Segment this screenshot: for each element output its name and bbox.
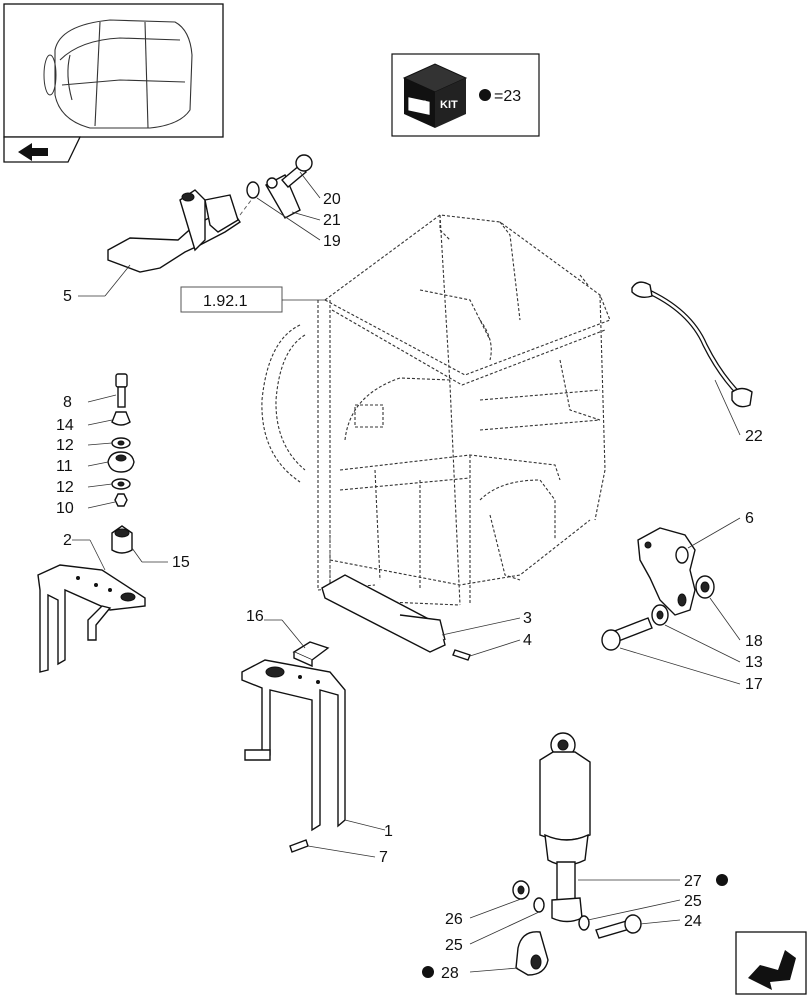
part-10-nut xyxy=(114,493,128,507)
part-17-bolt xyxy=(601,617,653,651)
part-28-bushing xyxy=(515,931,549,976)
kit-legend-text: =23 xyxy=(494,88,521,105)
cab-frame xyxy=(261,214,611,606)
cab-frame-thumbnail-icon xyxy=(43,19,193,129)
part-26-bushing xyxy=(512,880,530,900)
callout-1: 1 xyxy=(384,823,393,840)
callout-25-right: 25 xyxy=(684,893,702,910)
reference-label[interactable]: 1.92.1 xyxy=(180,286,325,313)
part-4-screw xyxy=(452,649,471,661)
callout-26: 26 xyxy=(445,911,463,928)
callout-6: 6 xyxy=(745,510,754,527)
callout-17: 17 xyxy=(745,676,763,693)
next-arrow-icon[interactable] xyxy=(748,950,796,990)
back-arrow-icon[interactable] xyxy=(18,143,48,161)
part-25-washer-right xyxy=(578,915,590,931)
kit-legend-box: KIT KIT =23 xyxy=(391,53,540,137)
callout-21: 21 xyxy=(323,212,341,229)
part-2-bracket xyxy=(37,564,146,673)
part-12-washer-upper xyxy=(111,437,131,449)
part-11-mount xyxy=(107,451,135,473)
callout-16: 16 xyxy=(246,608,264,625)
callout-5: 5 xyxy=(63,288,72,305)
callout-7: 7 xyxy=(379,849,388,866)
part-3-beam xyxy=(321,574,446,653)
kit-box-icon: KIT KIT xyxy=(402,63,468,128)
callout-13: 13 xyxy=(745,654,763,671)
part-7-screw xyxy=(289,839,309,853)
callout-11: 11 xyxy=(56,458,73,475)
callout-4: 4 xyxy=(523,632,532,649)
part-13-washer xyxy=(651,604,669,626)
part-18-bushing xyxy=(695,575,715,599)
thumbnail-panel xyxy=(3,3,224,163)
callout-3: 3 xyxy=(523,610,532,627)
callout-20: 20 xyxy=(323,191,341,208)
reference-label-text: 1.92.1 xyxy=(203,293,248,310)
callout-28: 28 xyxy=(441,965,459,982)
callout-22: 22 xyxy=(745,428,763,445)
callout-8: 8 xyxy=(63,394,72,411)
callout-18: 18 xyxy=(745,633,763,650)
part-19-washer xyxy=(246,181,260,199)
callout-24: 24 xyxy=(684,913,702,930)
part-16-pad xyxy=(292,641,330,668)
callout-12-lower: 12 xyxy=(56,479,74,496)
callout-15: 15 xyxy=(172,554,190,571)
part-15-sleeve xyxy=(111,525,133,554)
callout-14: 14 xyxy=(56,417,74,434)
kit-badge-text-right: KIT xyxy=(440,99,458,111)
part-14-bushing xyxy=(111,411,131,426)
callout-27: 27 xyxy=(684,873,702,890)
kit-badge-text-left: KIT xyxy=(408,99,426,111)
part-12-washer-lower xyxy=(111,478,131,490)
part-22-hose xyxy=(631,281,753,408)
callout-25-left: 25 xyxy=(445,937,463,954)
shock-absorber xyxy=(539,732,591,923)
part-20-bolt xyxy=(281,154,313,188)
next-arrow-panel[interactable] xyxy=(735,931,807,995)
callout-19: 19 xyxy=(323,233,341,250)
part-24-bolt xyxy=(595,914,642,939)
part-6-bracket xyxy=(637,527,696,616)
part-8-bolt xyxy=(115,373,128,408)
part-1-bracket xyxy=(241,659,346,832)
part-21-link xyxy=(265,174,301,219)
callout-2: 2 xyxy=(63,532,72,549)
part-25-washer-left xyxy=(533,897,545,913)
callout-10: 10 xyxy=(56,500,74,517)
part-5-bracket xyxy=(78,189,241,297)
callout-12-upper: 12 xyxy=(56,437,74,454)
